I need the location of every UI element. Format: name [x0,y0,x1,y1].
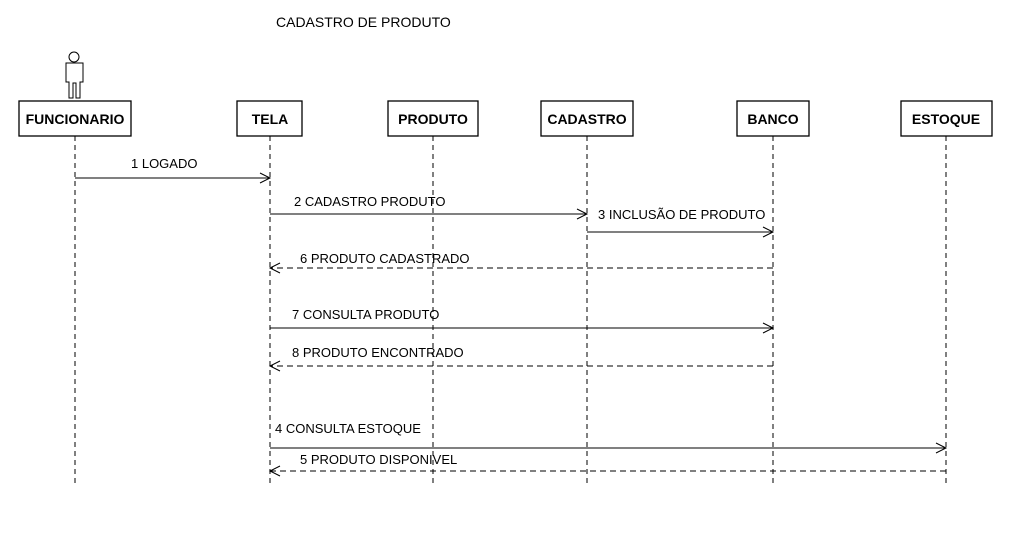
participant-box-tela [236,100,303,137]
message-label-2: 2 CADASTRO PRODUTO [294,194,445,209]
message-label-7: 4 CONSULTA ESTOQUE [275,421,421,436]
diagram-title: CADASTRO DE PRODUTO [276,14,451,30]
participant-box-banco [736,100,810,137]
message-label-4: 6 PRODUTO CADASTRADO [300,251,470,266]
message-label-8: 5 PRODUTO DISPONIVEL [300,452,457,467]
participant-box-funcionario [18,100,132,137]
participant-label-tela: TELA [252,111,289,127]
person-icon [65,51,84,99]
participant-box-estoque [900,100,993,137]
participant-label-funcionario: FUNCIONARIO [26,111,125,127]
participant-box-produto [387,100,479,137]
participant-label-banco: BANCO [747,111,798,127]
message-arrowhead-3 [762,226,775,238]
message-arrowhead-6 [268,360,281,372]
message-arrowhead-4 [268,262,281,274]
participant-box-cadastro [540,100,634,137]
message-label-3: 3 INCLUSÃO DE PRODUTO [598,207,765,222]
message-arrowhead-5 [762,322,775,334]
message-label-1: 1 LOGADO [131,156,197,171]
message-label-6: 8 PRODUTO ENCONTRADO [292,345,464,360]
message-arrowhead-2 [576,208,589,220]
message-label-5: 7 CONSULTA PRODUTO [292,307,439,322]
message-arrowhead-8 [268,465,281,477]
participant-label-estoque: ESTOQUE [912,111,980,127]
message-arrowhead-7 [935,442,948,454]
participant-label-cadastro: CADASTRO [547,111,626,127]
message-arrowhead-1 [259,172,272,184]
participant-label-produto: PRODUTO [398,111,468,127]
